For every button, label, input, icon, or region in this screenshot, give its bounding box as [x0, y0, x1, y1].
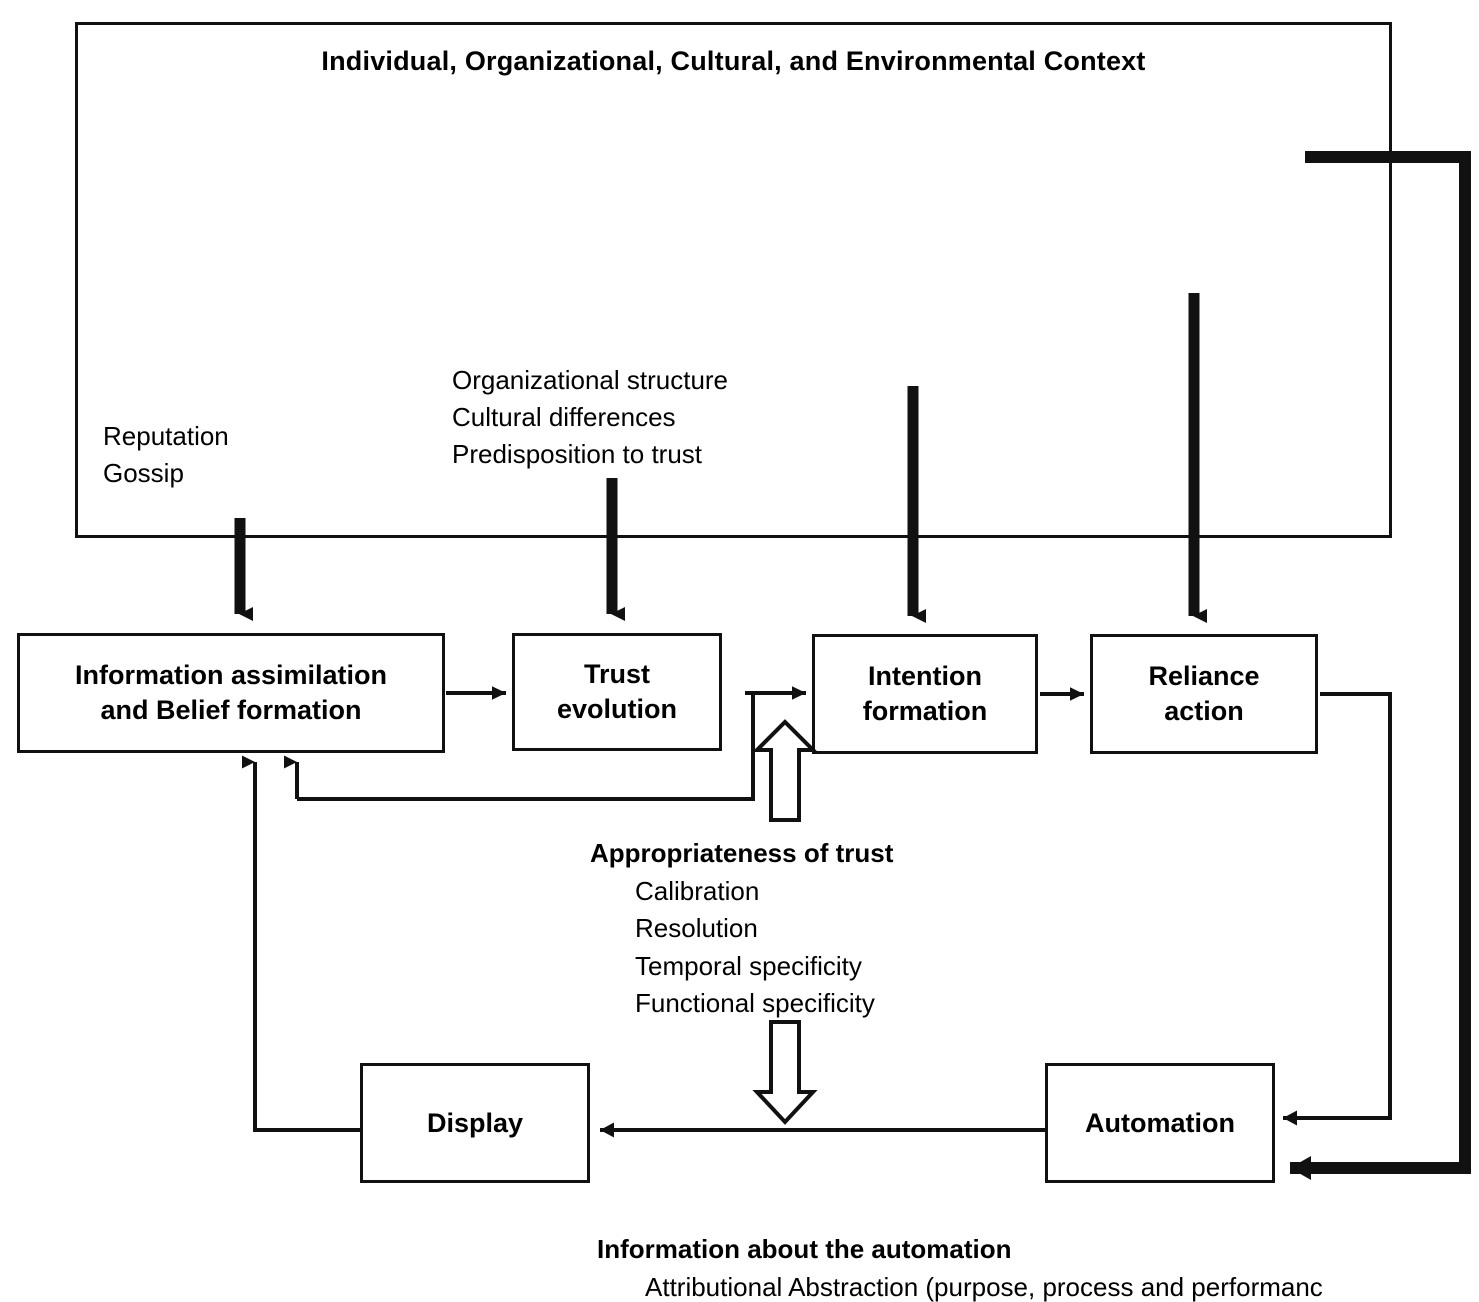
box-reliance-action-label: Reliance action [1148, 661, 1260, 726]
annotation-organizational-factors: Organizational structure Cultural differ… [452, 365, 729, 469]
box-information-assimilation-label: Information assimilation and Belief form… [74, 660, 388, 725]
annotation-information-subtext: Attributional Abstraction (purpose, proc… [645, 1272, 1323, 1302]
box-intention-formation[interactable]: Intention formation [812, 634, 1038, 754]
context-frame [75, 22, 1392, 538]
box-information-assimilation[interactable]: Information assimilation and Belief form… [17, 633, 445, 753]
hollow-arrow-down-appropriateness [752, 1020, 818, 1125]
annotation-appropriateness-heading: Appropriateness of trust [590, 838, 894, 868]
reliance-to-automation [1283, 692, 1392, 1126]
box-reliance-action[interactable]: Reliance action [1090, 634, 1318, 754]
box-automation[interactable]: Automation [1045, 1063, 1275, 1183]
box-trust-evolution-label: Trust evolution [557, 659, 677, 724]
annotation-information-heading: Information about the automation [597, 1234, 1012, 1264]
annotation-reputation-gossip: Reputation Gossip [103, 421, 229, 488]
display-feedback-loop [242, 755, 360, 1132]
box-display[interactable]: Display [360, 1063, 590, 1183]
box-automation-label: Automation [1085, 1107, 1235, 1138]
box-display-label: Display [426, 1107, 524, 1138]
box-trust-evolution[interactable]: Trust evolution [512, 633, 722, 751]
hollow-arrow-up-appropriateness [752, 719, 818, 822]
box-intention-formation-label: Intention formation [862, 661, 988, 726]
annotation-appropriateness-items: Calibration Resolution Temporal specific… [635, 876, 875, 1019]
context-frame-title: Individual, Organizational, Cultural, an… [321, 46, 1146, 76]
